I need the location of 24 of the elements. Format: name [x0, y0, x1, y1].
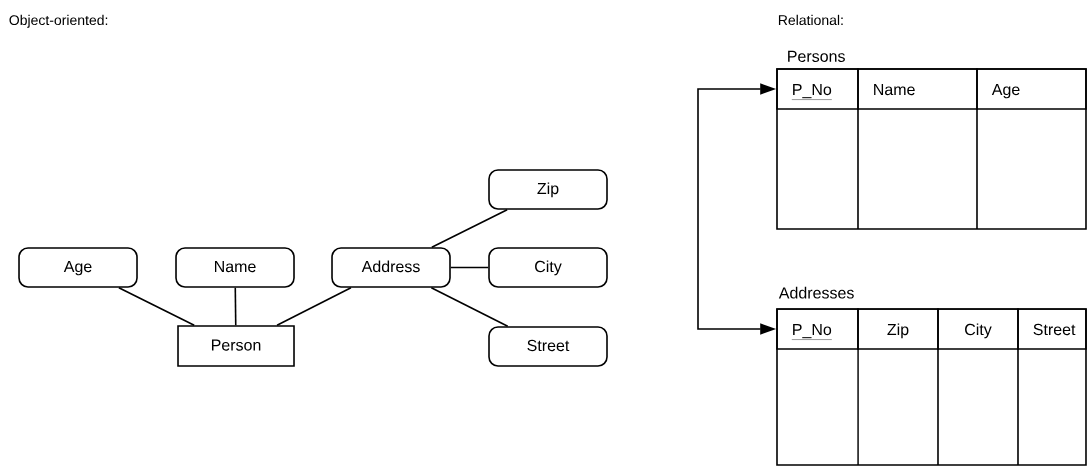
connector-line: [276, 287, 352, 326]
section-label: Object-oriented:: [9, 14, 108, 28]
attribute-box: Zip: [488, 169, 608, 210]
attribute-box: City: [488, 247, 608, 288]
header-cell: Street: [1017, 308, 1087, 350]
connector-line: [430, 287, 509, 327]
table-name: Addresses: [778, 286, 854, 299]
attribute-box: Street: [488, 326, 608, 367]
attribute-box: Name: [175, 247, 295, 288]
attribute-box: Age: [18, 247, 138, 288]
header-cell: Zip: [857, 308, 939, 350]
header-cell: Age: [976, 68, 1087, 110]
connector-line: [118, 287, 195, 326]
connector-line: [450, 266, 489, 269]
class-box: Person: [177, 325, 295, 367]
table-name: Persons: [788, 50, 845, 62]
section-label: Relational:: [778, 14, 843, 26]
header-cell: P_No: [776, 68, 859, 110]
connector-line: [234, 287, 237, 326]
header-cell: P_No: [776, 308, 859, 350]
header-cell: Name: [857, 68, 978, 110]
attribute-box: Address: [331, 247, 451, 288]
header-cell: City: [937, 308, 1019, 350]
connector-line: [431, 209, 508, 248]
